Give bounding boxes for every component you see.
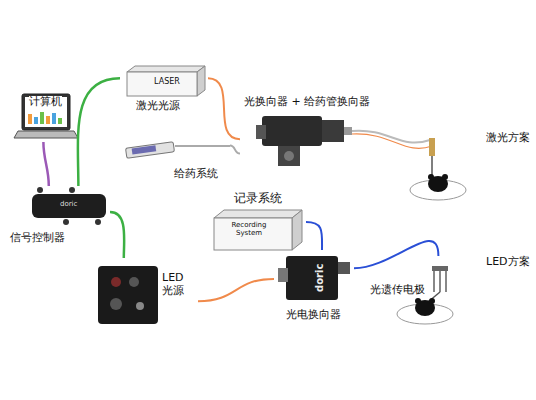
drawing-part xyxy=(110,298,122,310)
cable xyxy=(230,146,240,154)
opto-commutator xyxy=(278,256,350,300)
scheme-label: LED方案 xyxy=(486,256,530,269)
drawing-part xyxy=(175,145,230,147)
drawing-part xyxy=(431,156,433,176)
device-node: 光遗传电极 xyxy=(368,256,456,300)
laser-box xyxy=(127,66,205,96)
mouse-laser xyxy=(410,174,466,200)
cable xyxy=(354,241,438,268)
logo-text: doric xyxy=(60,200,77,208)
drawing-part xyxy=(34,117,38,124)
node-label: 记录系统 xyxy=(234,192,282,206)
drawing-part xyxy=(28,114,32,124)
laptop xyxy=(14,94,78,138)
cable xyxy=(306,222,322,250)
drawing-part xyxy=(37,187,43,193)
drawing-part xyxy=(127,72,197,96)
mouse-led xyxy=(397,292,453,324)
drawing-part xyxy=(292,210,302,250)
drawing-part xyxy=(352,134,432,149)
drawing-part xyxy=(136,302,144,310)
drawing-part xyxy=(132,145,157,154)
drawing-part xyxy=(95,219,101,225)
drawing-part xyxy=(338,262,350,274)
drawing-part xyxy=(63,219,69,225)
device-node: LED 光源 xyxy=(92,258,198,330)
drawing-part xyxy=(197,66,205,96)
device-node: 信号控制器 xyxy=(8,186,110,248)
drawing-part xyxy=(14,131,78,138)
drawing-part xyxy=(262,116,322,146)
drawing-part xyxy=(429,298,435,304)
drawing-part xyxy=(284,151,294,161)
node-label: Recording System xyxy=(222,221,276,237)
node-label: 信号控制器 xyxy=(10,232,65,245)
drawing-part xyxy=(433,271,435,292)
drawing-part xyxy=(111,277,121,287)
node-label: 光换向器 + 给药管换向器 xyxy=(244,96,370,109)
node-label: 给药系统 xyxy=(174,168,218,181)
drawing-part xyxy=(429,138,435,156)
syringe-pump xyxy=(126,142,230,159)
cable xyxy=(43,142,48,186)
node-label: LASER xyxy=(140,77,194,86)
drawing-part xyxy=(58,118,62,124)
cable xyxy=(78,78,120,186)
drawing-part xyxy=(344,127,352,135)
drawing-part xyxy=(126,142,175,159)
signal-controller xyxy=(32,187,106,225)
drawing-part xyxy=(98,266,158,324)
scheme-label: 激光方案 xyxy=(486,132,530,145)
drawing-part xyxy=(127,66,205,72)
laser-fiber xyxy=(352,131,435,176)
drawing-part xyxy=(428,174,434,180)
led-source xyxy=(98,266,158,324)
drawing-part xyxy=(25,97,67,127)
drawing-part xyxy=(415,298,421,304)
device-node: 光换向器 + 给药管换向器 xyxy=(240,96,386,168)
node-label: 光遗传电极 xyxy=(370,284,425,297)
drawing-part xyxy=(46,116,50,124)
drawing-part xyxy=(52,113,56,124)
rotary-joint xyxy=(256,116,352,166)
cable xyxy=(110,212,124,258)
drawing-part xyxy=(22,94,70,130)
device-node: 给药系统 xyxy=(120,136,230,184)
recording-box xyxy=(214,210,302,250)
drawing-part xyxy=(439,271,441,292)
device-node: 计算机 xyxy=(20,92,72,142)
node-label: 光电换向器 xyxy=(286,309,341,322)
drawing-part xyxy=(286,256,338,300)
drawing-part xyxy=(322,120,344,142)
drawing-part xyxy=(40,112,44,124)
device-node: 记录系统 Recording System xyxy=(210,192,306,252)
drawing-part xyxy=(445,271,447,292)
cable xyxy=(198,279,274,301)
cable xyxy=(208,78,240,139)
drawing-part xyxy=(214,210,302,218)
drawing-part xyxy=(442,174,448,180)
drawing-part xyxy=(69,187,75,193)
device-node: LASER 激光光源 xyxy=(120,62,208,116)
node-label: LED 光源 xyxy=(162,272,194,297)
drawing-part xyxy=(256,125,266,139)
drawing-part xyxy=(432,266,448,271)
logo-text: doric xyxy=(314,264,326,292)
drawing-part xyxy=(129,277,139,287)
drawing-part xyxy=(214,218,292,250)
electrode xyxy=(432,266,448,292)
drawing-part xyxy=(278,268,288,282)
node-label: 激光光源 xyxy=(136,100,180,113)
node-label: 计算机 xyxy=(29,96,62,109)
device-node: 光电换向器 xyxy=(274,250,354,326)
drawing-part xyxy=(32,194,106,218)
drawing-part xyxy=(278,146,300,166)
